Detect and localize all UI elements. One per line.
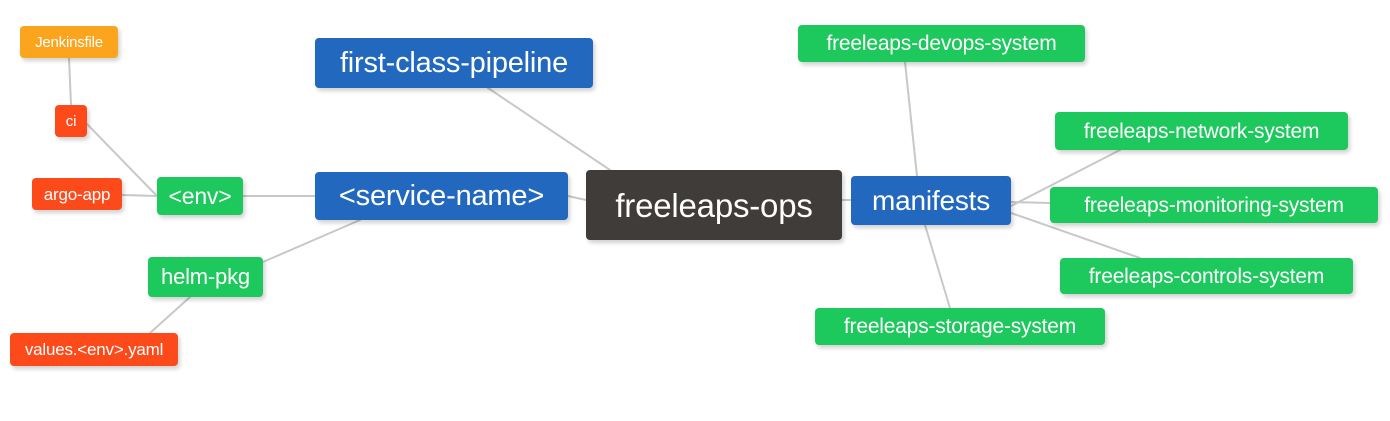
node-helm-pkg[interactable]: helm-pkg bbox=[148, 257, 263, 297]
node-env[interactable]: <env> bbox=[157, 177, 243, 215]
node-manifests[interactable]: manifests bbox=[851, 176, 1011, 225]
node-label-argo-app: argo-app bbox=[43, 184, 111, 204]
edge-helm-pkg-to-service-name bbox=[262, 219, 361, 263]
edge-manifests-to-freeleaps-storage-system bbox=[924, 224, 951, 309]
node-label-helm-pkg: helm-pkg bbox=[161, 264, 250, 289]
node-label-env: <env> bbox=[168, 182, 232, 209]
node-label-first-class-pipeline: first-class-pipeline bbox=[339, 46, 569, 79]
node-label-freeleaps-network-system: freeleaps-network-system bbox=[1083, 119, 1320, 143]
node-label-freeleaps-monitoring-system: freeleaps-monitoring-system bbox=[1084, 193, 1344, 217]
node-freeleaps-controls-system[interactable]: freeleaps-controls-system bbox=[1060, 258, 1353, 294]
node-label-freeleaps-ops: freeleaps-ops bbox=[615, 186, 813, 224]
edge-argo-app-to-env bbox=[121, 194, 158, 197]
node-service-name[interactable]: <service-name> bbox=[315, 172, 568, 220]
node-label-service-name: <service-name> bbox=[338, 179, 545, 212]
node-freeleaps-devops-system[interactable]: freeleaps-devops-system bbox=[798, 25, 1085, 62]
edge-jenkinsfile-to-ci bbox=[68, 57, 72, 106]
node-label-jenkinsfile: Jenkinsfile bbox=[35, 33, 103, 51]
edge-values-env-yaml-to-helm-pkg bbox=[149, 296, 191, 334]
node-label-freeleaps-controls-system: freeleaps-controls-system bbox=[1088, 264, 1325, 288]
node-argo-app[interactable]: argo-app bbox=[32, 178, 122, 210]
node-label-freeleaps-devops-system: freeleaps-devops-system bbox=[826, 32, 1057, 55]
node-label-values-env-yaml: values.<env>.yaml bbox=[24, 340, 164, 359]
edge-first-class-pipeline-to-freeleaps-ops bbox=[487, 87, 611, 171]
node-ci[interactable]: ci bbox=[55, 105, 87, 137]
node-label-freeleaps-storage-system: freeleaps-storage-system bbox=[843, 315, 1077, 338]
edge-manifests-to-freeleaps-devops-system bbox=[904, 61, 918, 177]
node-values-env-yaml[interactable]: values.<env>.yaml bbox=[10, 333, 178, 366]
node-freeleaps-storage-system[interactable]: freeleaps-storage-system bbox=[815, 308, 1105, 345]
node-freeleaps-monitoring-system[interactable]: freeleaps-monitoring-system bbox=[1050, 187, 1378, 223]
node-freeleaps-network-system[interactable]: freeleaps-network-system bbox=[1055, 112, 1348, 150]
node-first-class-pipeline[interactable]: first-class-pipeline bbox=[315, 38, 593, 88]
node-label-ci: ci bbox=[65, 112, 77, 130]
edge-manifests-to-freeleaps-monitoring-system bbox=[1010, 201, 1051, 204]
node-jenkinsfile[interactable]: Jenkinsfile bbox=[20, 26, 118, 58]
node-freeleaps-ops[interactable]: freeleaps-ops bbox=[586, 170, 842, 240]
node-label-manifests: manifests bbox=[871, 184, 991, 216]
edge-service-name-to-freeleaps-ops bbox=[567, 195, 587, 201]
